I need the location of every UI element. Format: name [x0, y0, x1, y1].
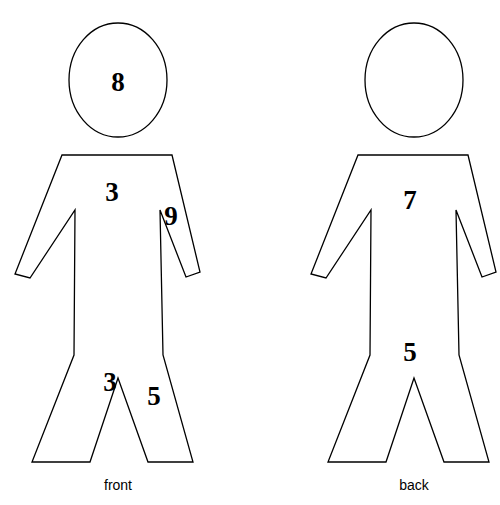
head-outline: [69, 23, 167, 137]
callout-number: 9: [164, 203, 178, 230]
head-outline: [365, 23, 463, 137]
callout-number: 5: [147, 383, 161, 410]
callout-number: 3: [105, 179, 119, 206]
body-outline: [15, 155, 200, 462]
callout-number: 3: [103, 369, 117, 396]
body-outline: [311, 155, 496, 462]
front-figure: [15, 23, 200, 462]
callout-number: 5: [403, 339, 417, 366]
back-figure: [311, 23, 496, 462]
callout-number: 7: [403, 187, 417, 214]
view-caption: back: [399, 478, 429, 492]
callout-number: 8: [111, 69, 125, 96]
view-caption: front: [104, 478, 132, 492]
